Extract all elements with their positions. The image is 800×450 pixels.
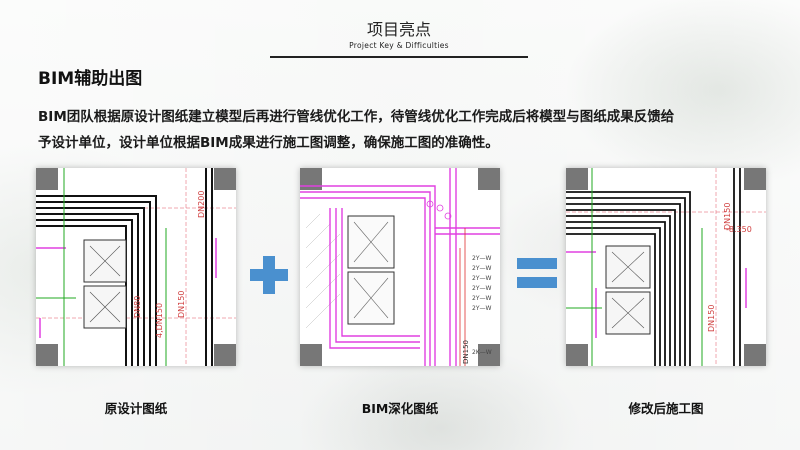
page-subtitle: Project Key & Difficulties bbox=[349, 41, 449, 50]
pipe-label: DN150 bbox=[707, 305, 716, 332]
revised-drawing-image: DN150 -8.350 DN150 bbox=[566, 168, 766, 366]
section-title: BIM辅助出图 bbox=[38, 69, 143, 89]
pipe-label: 4,DN150 bbox=[155, 303, 164, 338]
revised-drawing-panel: DN150 -8.350 DN150 bbox=[566, 168, 766, 366]
page-header: 项目亮点 Project Key & Difficulties bbox=[270, 20, 528, 58]
pipe-label: 2Y—W bbox=[472, 295, 491, 302]
pipe-label: 2Y—W bbox=[472, 255, 491, 262]
pipe-label: DN150 bbox=[723, 203, 732, 230]
pipe-label: DN200 bbox=[197, 191, 206, 218]
pipe-label: 2K—W bbox=[472, 349, 492, 356]
pipe-label: DN150 bbox=[177, 291, 186, 318]
original-drawing-panel: DN200 DN150 DN80 4,DN150 bbox=[36, 168, 236, 366]
pipe-label: 2Y—W bbox=[472, 285, 491, 292]
pipe-label: DN80 bbox=[133, 296, 142, 318]
caption-bim-drawing: BIM深化图纸 bbox=[361, 401, 439, 416]
description-line-2: 予设计单位，设计单位根据BIM成果进行施工图调整，确保施工图的准确性。 bbox=[38, 135, 499, 151]
original-drawing-image: DN200 DN150 DN80 4,DN150 bbox=[36, 168, 236, 366]
pipe-label: DN150 bbox=[462, 340, 470, 364]
caption-revised-drawing: 修改后施工图 bbox=[628, 401, 704, 416]
bim-drawing-image: 2Y—W 2Y—W 2Y—W 2Y—W 2Y—W 2Y—W 2K—W DN150 bbox=[300, 168, 500, 366]
bim-drawing-panel: 2Y—W 2Y—W 2Y—W 2Y—W 2Y—W 2Y—W 2K—W DN150 bbox=[300, 168, 500, 366]
caption-original-drawing: 原设计图纸 bbox=[104, 401, 168, 416]
pipe-label: 2Y—W bbox=[472, 265, 491, 272]
pipe-label: 2Y—W bbox=[472, 275, 491, 282]
equals-icon bbox=[517, 258, 557, 288]
description-line-1: BIM团队根据原设计图纸建立模型后再进行管线优化工作，待管线优化工作完成后将模型… bbox=[38, 109, 675, 125]
elevation-label: -8.350 bbox=[726, 225, 752, 234]
plus-icon bbox=[250, 256, 288, 294]
page-title: 项目亮点 bbox=[366, 20, 431, 39]
pipe-label: 2Y—W bbox=[472, 305, 491, 312]
description: BIM团队根据原设计图纸建立模型后再进行管线优化工作，待管线优化工作完成后将模型… bbox=[38, 104, 758, 156]
header-underline bbox=[270, 56, 528, 58]
